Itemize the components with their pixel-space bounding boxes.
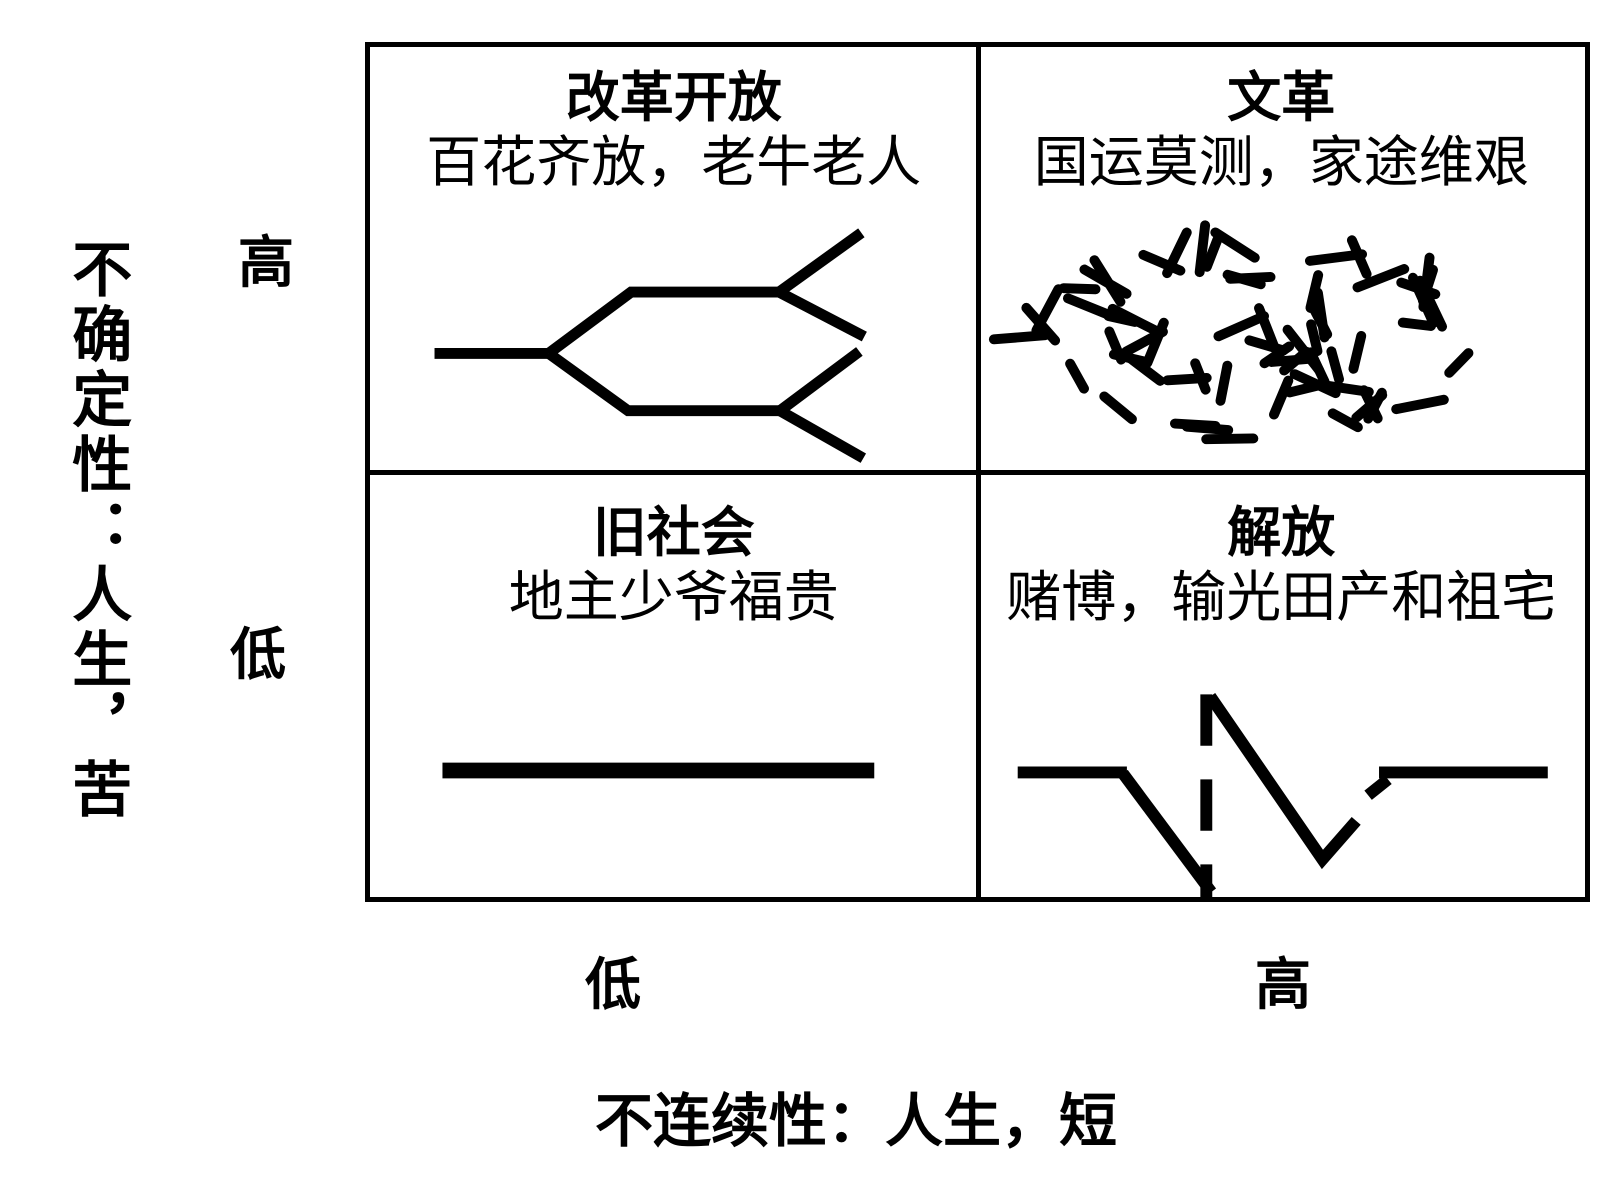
quadrant-top-right: 文革 国运莫测，家途维艰 xyxy=(978,47,1586,472)
x-axis-tick-low: 低 xyxy=(585,953,641,1018)
x-axis-label: 不连续性：人生，短 xyxy=(594,1087,1118,1155)
quadrant-title: 旧社会 xyxy=(592,501,755,564)
quadrant-title: 改革开放 xyxy=(565,66,782,129)
matrix-grid: 改革开放 百花齐放，老牛老人 文革 国运莫测，家途维艰 旧社会 地主少爷福贵 xyxy=(365,42,1590,902)
quadrant-title: 文革 xyxy=(1227,66,1336,129)
broken-zigzag-drawing xyxy=(1017,693,1548,897)
quadrant-title: 解放 xyxy=(1227,501,1336,564)
quadrant-subtitle: 百花齐放，老牛老人 xyxy=(426,130,922,195)
y-axis-label: 不确定性：人生，苦 xyxy=(61,238,132,823)
quadrant-top-left: 改革开放 百花齐放，老牛老人 xyxy=(370,47,978,472)
y-axis-tick-high: 高 xyxy=(238,231,294,296)
branching-paths-drawing xyxy=(434,228,867,463)
grid-horizontal-divider xyxy=(370,470,1585,475)
quadrant-subtitle: 国运莫测，家途维艰 xyxy=(1033,130,1529,195)
x-axis-tick-high: 高 xyxy=(1255,953,1311,1018)
y-axis-tick-low: 低 xyxy=(230,623,286,688)
quadrant-subtitle: 赌博，输光田产和祖宅 xyxy=(1006,565,1557,630)
quadrant-bottom-right: 解放 赌博，输光田产和祖宅 xyxy=(978,472,1586,897)
quadrant-bottom-left: 旧社会 地主少爷福贵 xyxy=(370,472,978,897)
chaotic-dashes-drawing xyxy=(988,220,1473,445)
straight-line-drawing xyxy=(442,762,875,779)
quadrant-subtitle: 地主少爷福贵 xyxy=(508,565,839,630)
